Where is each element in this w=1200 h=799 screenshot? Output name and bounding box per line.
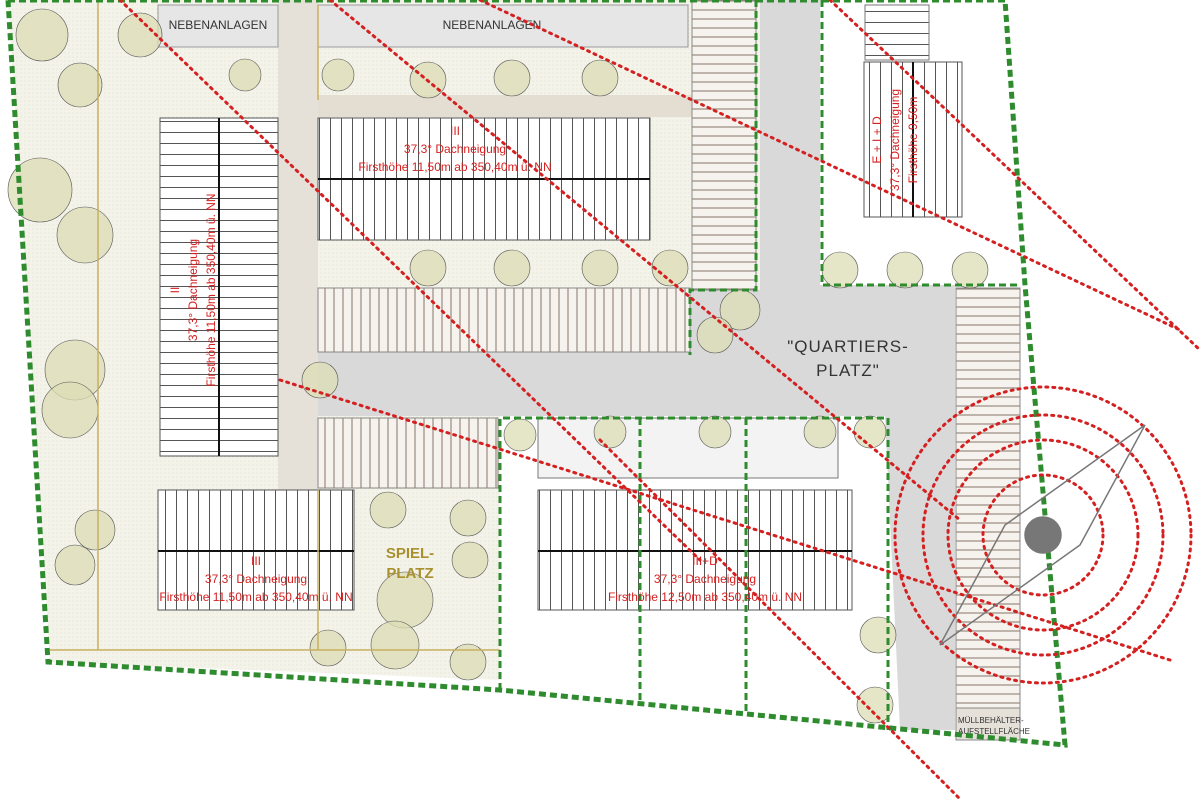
tree-icon: [719, 289, 761, 331]
parking-lower-row: [317, 417, 499, 489]
building-bottom-left-roof: 37,3° Dachneigung: [205, 572, 307, 586]
tree-icon: [117, 12, 163, 58]
building-top-right-floors: E + I + D: [870, 116, 884, 164]
tree-icon: [301, 361, 339, 399]
nebenanlagen-left-label: NEBENANLAGEN: [169, 18, 268, 32]
building-top-right-roof: 37,3° Dachneigung: [888, 89, 902, 191]
tree-icon: [449, 499, 487, 537]
building-bottom-left-height: Firsthöhe 11,50m ab 350,40m ü. NN: [159, 590, 352, 604]
nebenanlagen-right: [317, 4, 689, 48]
nebenanlagen-left: [157, 4, 279, 48]
tree-icon: [54, 544, 96, 586]
tree-icon: [57, 62, 103, 108]
tree-icon: [593, 415, 627, 449]
tree-icon: [859, 616, 897, 654]
tree-icon: [581, 249, 619, 287]
tree-icon: [856, 686, 894, 724]
building-bottom-middle-floors: III+D: [692, 554, 718, 568]
muell-label-2: AUFSTELLFLÄCHE: [958, 727, 1030, 736]
building-top-right-height: Firsthöhe 9,50m: [906, 97, 920, 184]
tree-icon: [951, 251, 989, 289]
building-top-roof: 37,3° Dachneigung: [404, 142, 506, 156]
tree-icon: [74, 509, 116, 551]
tree-icon: [369, 491, 407, 529]
tree-icon: [696, 316, 734, 354]
building-bottom-middle-height: Firsthöhe 12,50m ab 350,40m ü. NN: [608, 590, 802, 604]
nebenanlagen-right-label: NEBENANLAGEN: [443, 18, 542, 32]
building-left-roof: 37,3° Dachneigung: [186, 239, 200, 341]
tree-icon: [370, 620, 420, 670]
tree-icon: [651, 249, 689, 287]
muell-label-1: MÜLLBEHÄLTER-: [958, 716, 1024, 725]
tree-icon: [409, 249, 447, 287]
building-left-height: Firsthöhe 11,50m ab 350,40m ü. NN: [204, 193, 218, 386]
building-left-floors: II: [168, 287, 182, 294]
road-main: [318, 352, 888, 416]
building-bottom-middle-roof: 37,3° Dachneigung: [654, 572, 756, 586]
quartiersplatz-label-2: PLATZ": [816, 361, 880, 380]
paving-strip: [318, 95, 758, 117]
tree-icon: [803, 415, 837, 449]
tree-icon: [886, 251, 924, 289]
tree-icon: [228, 58, 262, 92]
sight-lines: [118, 0, 1200, 799]
north-arrow-icon: [939, 424, 1146, 646]
parking-middle-row: [317, 287, 691, 353]
tree-icon: [503, 418, 537, 452]
tree-icon: [493, 59, 531, 97]
tree-icon: [321, 58, 355, 92]
paving-path: [278, 0, 318, 490]
tree-icon: [821, 251, 859, 289]
tree-icon: [853, 415, 887, 449]
property-lines: [50, 0, 500, 651]
parking-right-column: [691, 0, 757, 291]
tree-icon: [451, 541, 489, 579]
tree-icon: [15, 8, 69, 62]
tree-icon: [309, 629, 347, 667]
building-bottom-left-floors: III: [251, 554, 261, 568]
boundaries: [5, 0, 1068, 748]
spielplatz-label-2: PLATZ: [386, 565, 433, 582]
garages: [537, 417, 839, 479]
tree-icon: [449, 643, 487, 681]
quartiersplatz-label-1: "QUARTIERS-: [787, 337, 909, 356]
trees: [7, 8, 989, 724]
tree-icon: [698, 415, 732, 449]
tree-icon: [581, 59, 619, 97]
parking-east-column: [955, 287, 1021, 709]
tree-icon: [7, 157, 73, 223]
building-top-floors: III: [450, 124, 460, 138]
tree-icon: [41, 381, 99, 439]
building-top-height: Firsthöhe 11,50m ab 350,40m ü. NN: [358, 160, 551, 174]
tree-icon: [493, 249, 531, 287]
tree-icon: [56, 206, 114, 264]
spielplatz-label-1: SPIEL-: [386, 545, 434, 562]
